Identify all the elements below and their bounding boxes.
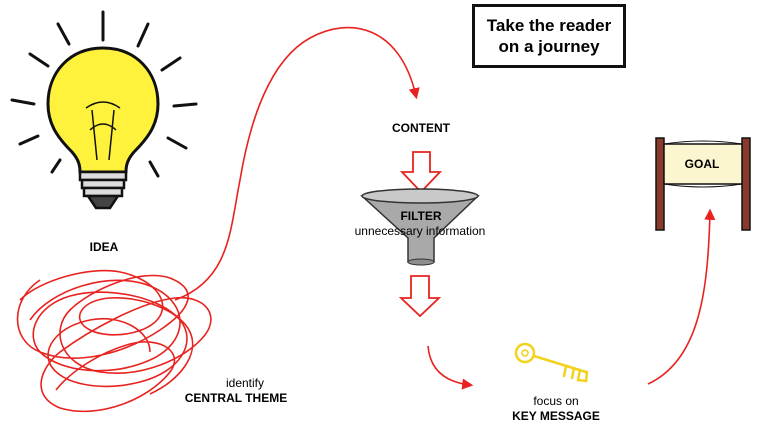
tangled-line-icon (16, 26, 420, 413)
lightbulb-icon (10, 10, 198, 210)
content-down-arrow (399, 151, 443, 194)
arrow-to-key (427, 345, 474, 390)
content-label: CONTENT (392, 121, 450, 135)
filter-sub-label: unnecessary information (354, 224, 486, 238)
focus-on-label: focus on (533, 394, 579, 408)
arrow-to-goal (647, 208, 716, 385)
identify-label: identify (225, 376, 265, 390)
key-icon (514, 342, 589, 383)
idea-label: IDEA (89, 240, 119, 254)
goal-banner-icon (655, 137, 751, 231)
funnel-icon (360, 188, 480, 266)
filter-down-arrow (398, 275, 442, 318)
title-line-2: on a journey (498, 37, 600, 56)
title-line-1: Take the reader (486, 16, 612, 35)
key-message-label: KEY MESSAGE (512, 409, 600, 423)
title-box: Take the reader on a journey (472, 4, 626, 68)
central-theme-label: CENTRAL THEME (184, 391, 288, 405)
goal-label: GOAL (684, 157, 720, 171)
filter-label: FILTER (400, 209, 442, 223)
